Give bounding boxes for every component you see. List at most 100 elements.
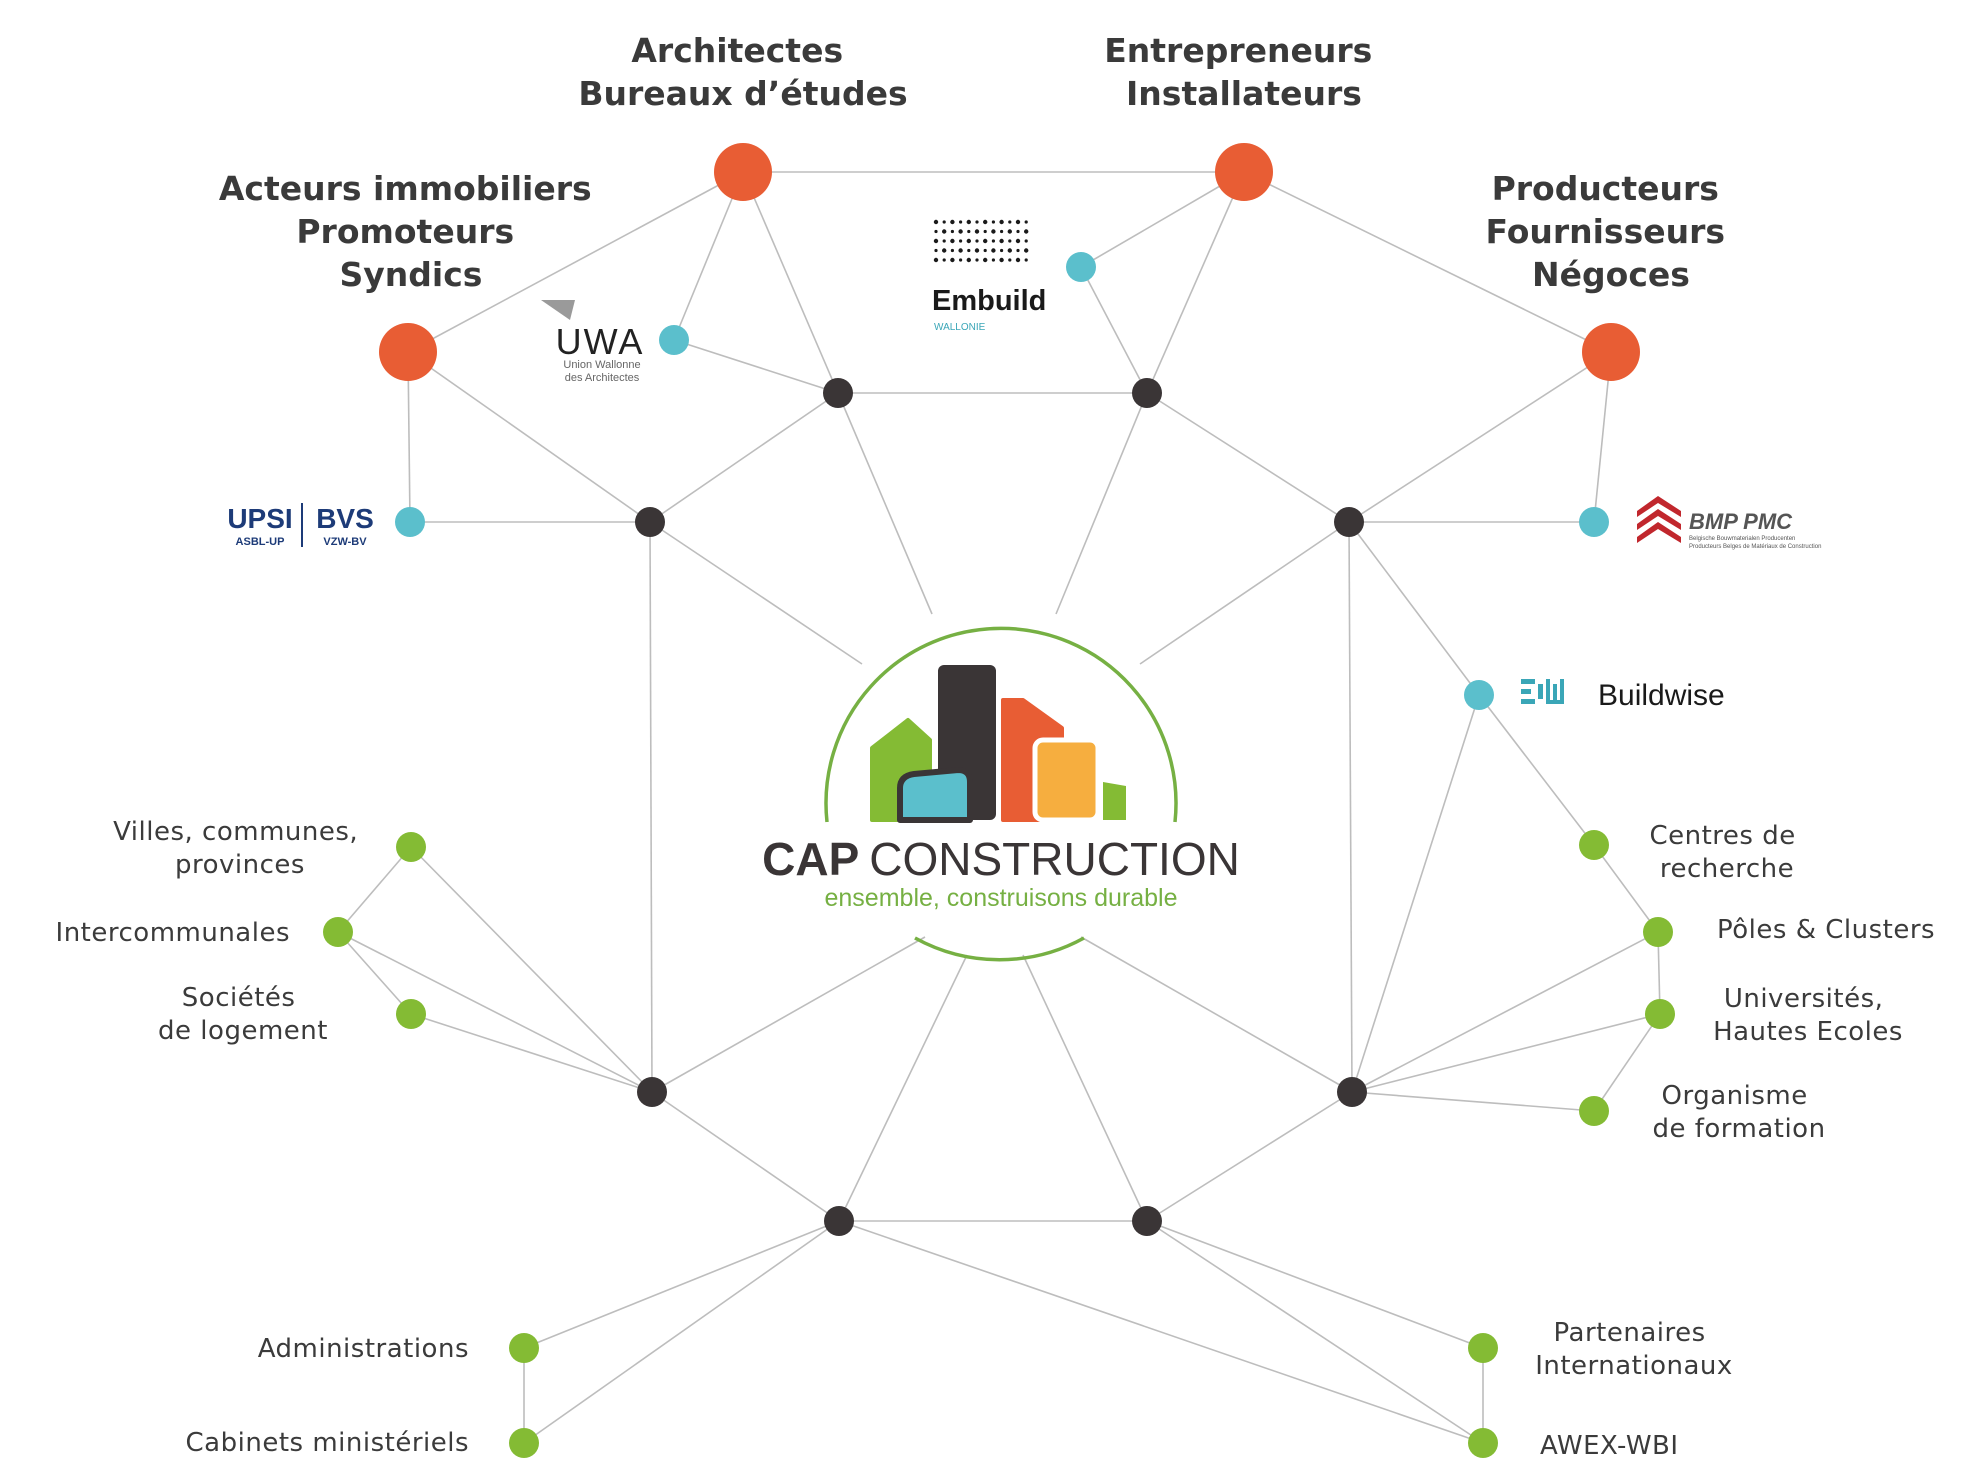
node-uwa (659, 325, 689, 355)
label-organisme: Organisme de formation (1652, 1081, 1825, 1144)
hub-node (823, 378, 853, 408)
embuild-dot (1007, 229, 1012, 234)
bmp-pmc-logo: BMP PMC Belgische Bouwmaterialen Produce… (1637, 496, 1821, 550)
embuild-dot (1007, 248, 1012, 253)
logo-name-bold: CAP (762, 833, 859, 885)
edge (838, 1220, 1484, 1444)
edge (1478, 694, 1595, 846)
node-villes (396, 832, 426, 862)
label-line: provinces (175, 850, 305, 880)
embuild-dot (991, 229, 996, 234)
uwa-triangle-icon (541, 300, 575, 320)
node-embuild (1066, 252, 1096, 282)
label-line: Sociétés (182, 983, 296, 1013)
embuild-name: Embuild (932, 285, 1046, 317)
embuild-dot (991, 258, 996, 262)
hub-node (1337, 1077, 1367, 1107)
edge (407, 351, 651, 523)
embuild-dot (999, 238, 1004, 244)
label-awex: AWEX-WBI (1540, 1431, 1679, 1461)
bmp-sub1: Belgische Bouwmaterialen Producenten (1689, 536, 1795, 542)
embuild-dot (1016, 229, 1020, 234)
hub-node (1334, 507, 1364, 537)
label-poles: Pôles & Clusters (1717, 915, 1935, 945)
group-label-architectes: Architectes Bureaux d’études (578, 31, 907, 113)
edge (649, 521, 863, 665)
label-line: Producteurs (1492, 169, 1719, 208)
stakeholder-nodes (379, 143, 1640, 381)
embuild-dot (1015, 238, 1021, 244)
embuild-dot (933, 238, 939, 244)
embuild-dot (983, 238, 988, 244)
node-architectes (714, 143, 772, 201)
node-awex (1468, 1428, 1498, 1458)
embuild-dot (1000, 229, 1004, 234)
embuild-dot (959, 220, 963, 224)
node-buildwise (1464, 680, 1494, 710)
edge (1146, 1220, 1484, 1349)
embuild-dot (991, 220, 996, 224)
embuild-dot (934, 248, 938, 253)
embuild-dot (966, 238, 971, 244)
embuild-dot (991, 248, 996, 253)
node-poles (1643, 917, 1673, 947)
embuild-dot (1023, 229, 1029, 234)
label-societes: Sociétés de logement (158, 983, 328, 1046)
uwa-sub2: des Architectes (565, 372, 640, 384)
node-upsi (395, 507, 425, 537)
label-line: recherche (1660, 854, 1794, 884)
node-partenaires (1468, 1333, 1498, 1363)
hub-node (637, 1077, 667, 1107)
embuild-dot (1008, 220, 1012, 224)
embuild-dot (974, 248, 980, 253)
edge (523, 1220, 840, 1349)
edge (1351, 1091, 1595, 1112)
edge (410, 1013, 653, 1093)
label-line: de formation (1652, 1114, 1825, 1144)
node-centres (1579, 830, 1609, 860)
embuild-dot (983, 219, 988, 225)
logo-blue-block (897, 767, 973, 823)
edge (649, 392, 839, 523)
upsi-left-sub: ASBL-UP (236, 536, 285, 548)
label-line: Acteurs immobiliers (219, 169, 592, 208)
label-intercommunales: Intercommunales (56, 918, 290, 948)
embuild-logo: Embuild WALLONIE (932, 219, 1046, 333)
embuild-dot (1008, 258, 1012, 262)
label-line: Hautes Ecoles (1713, 1017, 1903, 1047)
embuild-dot (966, 219, 971, 225)
logo-name-rest: CONSTRUCTION (869, 833, 1240, 885)
label-line: Partenaires (1554, 1318, 1706, 1348)
edge (407, 171, 744, 353)
edge (649, 521, 653, 1093)
embuild-dot (1024, 239, 1028, 243)
edge (651, 1091, 840, 1222)
embuild-sub: WALLONIE (934, 322, 986, 333)
label-line: Fournisseurs (1485, 212, 1725, 251)
embuild-dot (942, 258, 946, 262)
label-line: Architectes (631, 31, 843, 70)
label-line: Promoteurs (296, 212, 514, 251)
uwa-mark: UWA (556, 321, 645, 362)
node-bmp (1579, 507, 1609, 537)
edge (1146, 1091, 1353, 1222)
node-acteurs (379, 323, 437, 381)
node-intercommunales (323, 917, 353, 947)
node-societes (396, 999, 426, 1029)
logo-green-small (1103, 782, 1126, 820)
embuild-dot (966, 257, 971, 263)
label-universites: Universités, Hautes Ecoles (1713, 984, 1903, 1047)
edge (1351, 931, 1659, 1093)
hub-node (1132, 1206, 1162, 1236)
embuild-dot (942, 220, 946, 224)
hub-nodes (635, 378, 1367, 1236)
edge (1146, 392, 1350, 523)
embuild-dot (1008, 239, 1012, 243)
embuild-dot (933, 257, 939, 263)
bmp-sub2: Producteurs Belges de Matériaux de Const… (1689, 544, 1821, 550)
edge (1243, 171, 1612, 353)
embuild-dot (959, 239, 963, 243)
edge (1055, 392, 1148, 615)
